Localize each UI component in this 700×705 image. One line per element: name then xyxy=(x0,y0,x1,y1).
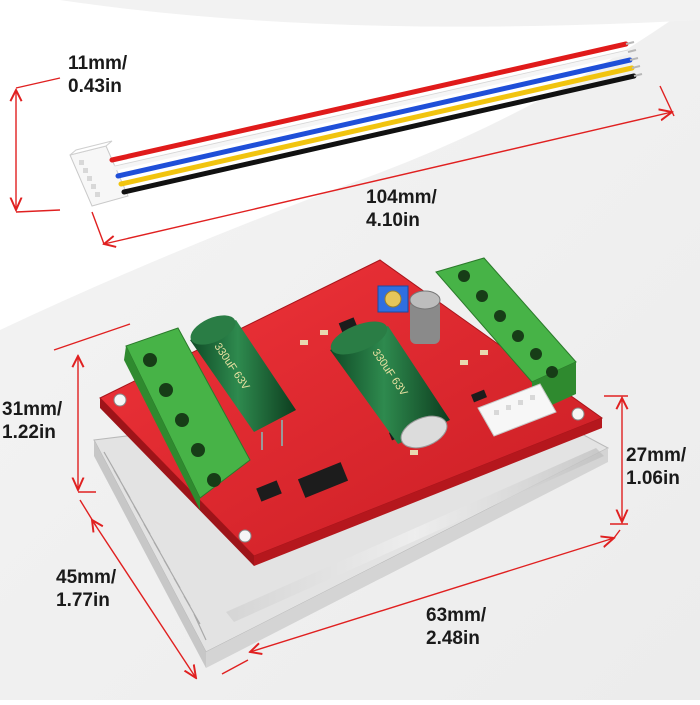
heatsink-height-dimension xyxy=(604,395,628,525)
cable-length-label: 104mm/ 4.10in xyxy=(366,186,437,232)
mounting-hole xyxy=(113,393,127,407)
mounting-hole xyxy=(571,407,585,421)
board-width-dimension xyxy=(79,499,196,678)
cable-connector-height-label: 11mm/ 0.43in xyxy=(68,52,127,98)
board-height-imperial: 1.22in xyxy=(2,422,56,443)
board-length-metric: 63mm/ xyxy=(426,605,487,626)
heatsink-height-label: 27mm/ 1.06in xyxy=(626,444,686,490)
board-height-label: 31mm/ 1.22in xyxy=(2,398,62,444)
board-height-metric: 31mm/ xyxy=(2,399,63,420)
cable-length-dimension xyxy=(91,85,675,244)
board-width-label: 45mm/ 1.77in xyxy=(56,566,116,612)
cable-length-metric: 104mm/ xyxy=(366,187,437,208)
board-length-dimension xyxy=(221,529,621,675)
cable-connector-height-metric: 11mm/ xyxy=(68,53,128,74)
board-height-dimension xyxy=(53,323,131,493)
heatsink-height-metric: 27mm/ xyxy=(626,445,687,466)
board-length-imperial: 2.48in xyxy=(426,628,480,649)
cable-length-imperial: 4.10in xyxy=(366,210,420,231)
pcb xyxy=(99,259,604,566)
terminal-block-left xyxy=(124,327,251,510)
board-width-imperial: 1.77in xyxy=(56,590,110,611)
board-width-metric: 45mm/ xyxy=(56,567,117,588)
terminal-block-right xyxy=(435,257,577,414)
background-swoosh-top xyxy=(60,0,700,27)
board-length-label: 63mm/ 2.48in xyxy=(426,604,486,650)
mounting-hole xyxy=(238,529,252,543)
cable-height-dimension xyxy=(16,77,61,213)
small-capacitor xyxy=(409,290,441,344)
capacitor-center: 330uF 63V xyxy=(330,321,450,449)
heatsink-height-imperial: 1.06in xyxy=(626,468,680,489)
potentiometer xyxy=(377,285,409,313)
cable-connector-height-imperial: 0.43in xyxy=(68,76,122,97)
board-connector xyxy=(477,383,557,437)
